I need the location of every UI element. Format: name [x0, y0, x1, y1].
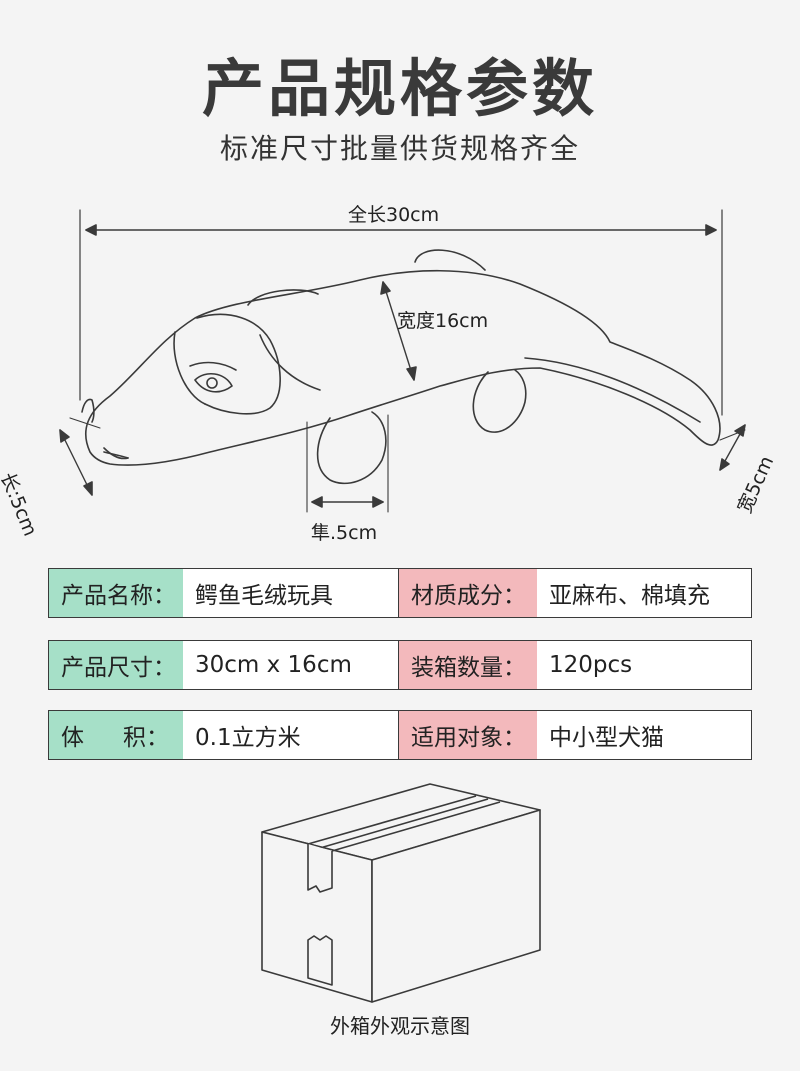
full-length-label: 全长30cm: [348, 204, 440, 226]
product-size-label: 产品尺寸：: [49, 641, 183, 689]
spec-row-2: 产品尺寸： 30cm x 16cm 装箱数量： 120pcs: [48, 640, 752, 690]
volume-label-part-b: 积：: [123, 725, 169, 751]
page-title: 产品规格参数: [201, 52, 598, 125]
material-label: 材质成分：: [399, 569, 537, 617]
material-value: 亚麻布、棉填充: [549, 583, 710, 609]
leg-height-label: 隼.5cm: [311, 522, 378, 544]
volume-label: 体 积：: [49, 711, 183, 759]
product-name-value: 鳄鱼毛绒玩具: [183, 569, 399, 617]
packing-quantity-value: 120pcs: [549, 652, 633, 678]
volume-value: 0.1立方米: [183, 711, 399, 759]
spec-row-1: 产品名称： 鳄鱼毛绒玩具 材质成分： 亚麻布、棉填充: [48, 568, 752, 618]
product-size-value: 30cm x 16cm: [183, 641, 399, 689]
crocodile-dimension-figure: 全长30cm 宽度16cm 长:5cm 宽5cm 隼.5cm: [0, 190, 800, 550]
target-pets-label: 适用对象：: [399, 711, 537, 759]
carton-box-illustration: [240, 780, 560, 1010]
box-caption: 外箱外观示意图: [330, 1014, 470, 1038]
volume-label-part-a: 体: [61, 725, 84, 751]
page-subtitle: 标准尺寸批量供货规格齐全: [219, 132, 580, 165]
target-pets-value: 中小型犬猫: [549, 725, 664, 751]
crocodile-illustration: [59, 209, 746, 513]
volume-label-text: 体 积：: [61, 718, 169, 752]
carton-box-icon: [261, 783, 541, 1003]
width-label: 宽度16cm: [397, 310, 489, 332]
product-name-label: 产品名称：: [49, 569, 183, 617]
spec-row-3: 体 积： 0.1立方米 适用对象： 中小型犬猫: [48, 710, 752, 760]
packing-quantity-label: 装箱数量：: [399, 641, 537, 689]
